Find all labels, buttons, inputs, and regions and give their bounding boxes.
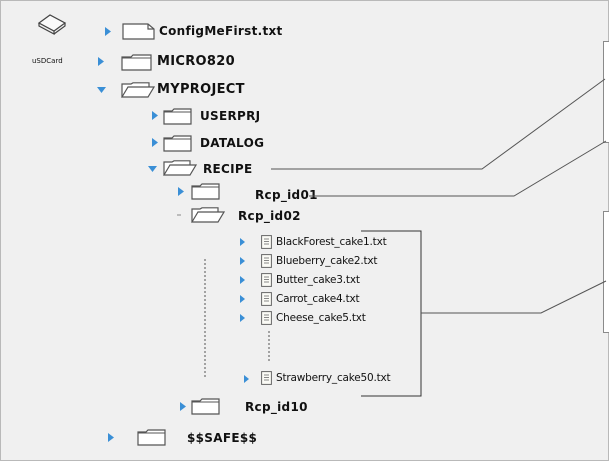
tree-item-safe[interactable]: $$SAFE$$ — [187, 431, 258, 445]
open-folder-icon — [191, 207, 225, 223]
document-icon — [261, 254, 272, 268]
file-item-butter[interactable]: Butter_cake3.txt — [276, 274, 360, 286]
folder-icon — [121, 54, 152, 71]
expand-arrow-icon[interactable] — [97, 57, 105, 66]
callout-box-middle — [603, 211, 609, 333]
collapse-arrow-icon[interactable] — [148, 165, 157, 173]
expand-arrow-icon[interactable] — [239, 238, 246, 246]
folder-icon — [191, 398, 220, 415]
tree-item-micro820[interactable]: MICRO820 — [157, 54, 235, 69]
expand-arrow-icon[interactable] — [239, 276, 246, 284]
tree-item-configmefirst[interactable]: ConfigMeFirst.txt — [159, 24, 283, 38]
document-icon — [261, 273, 272, 287]
tree-item-myproject[interactable]: MYPROJECT — [157, 82, 245, 97]
expand-arrow-icon[interactable] — [107, 433, 115, 442]
expand-arrow-icon[interactable] — [239, 295, 246, 303]
expand-arrow-icon[interactable] — [179, 402, 187, 411]
tree-item-userprj[interactable]: USERPRJ — [200, 109, 261, 123]
callout-line-files — [421, 280, 607, 314]
expand-arrow-icon[interactable] — [239, 314, 246, 322]
file-item-cheese[interactable]: Cheese_cake5.txt — [276, 312, 366, 324]
file-item-carrot[interactable]: Carrot_cake4.txt — [276, 293, 360, 305]
expand-arrow-icon[interactable] — [151, 138, 159, 147]
expand-arrow-icon[interactable] — [239, 257, 246, 265]
expand-arrow-icon[interactable] — [151, 111, 159, 120]
document-icon — [261, 235, 272, 249]
open-folder-icon — [121, 82, 155, 98]
file-icon — [122, 23, 155, 40]
device-label: uSDCard — [32, 57, 63, 65]
file-item-strawberry[interactable]: Strawberry_cake50.txt — [276, 372, 391, 384]
collapse-arrow-icon[interactable] — [97, 86, 106, 94]
sd-card-icon — [37, 14, 67, 35]
document-icon — [261, 371, 272, 385]
tree-item-datalog[interactable]: DATALOG — [200, 136, 265, 150]
folder-icon — [137, 429, 166, 446]
tree-item-rcp-id02[interactable]: Rcp_id02 — [238, 209, 301, 223]
callout-line-recipe — [271, 78, 606, 170]
folder-icon — [163, 108, 192, 125]
callout-line-rcp-id01 — [309, 140, 607, 197]
open-folder-icon — [163, 160, 197, 176]
file-item-blueberry[interactable]: Blueberry_cake2.txt — [276, 255, 378, 267]
callout-box-top — [603, 41, 609, 143]
document-icon — [261, 311, 272, 325]
folder-icon — [191, 183, 220, 200]
expand-arrow-icon[interactable] — [243, 375, 250, 383]
expand-arrow-icon[interactable] — [104, 27, 112, 36]
folder-icon — [163, 135, 192, 152]
document-icon — [261, 292, 272, 306]
tree-item-recipe[interactable]: RECIPE — [203, 162, 253, 176]
file-item-blackforest[interactable]: BlackForest_cake1.txt — [276, 236, 387, 248]
expand-arrow-icon[interactable] — [177, 187, 185, 196]
tree-item-rcp-id10[interactable]: Rcp_id10 — [245, 400, 308, 414]
tree-item-rcp-id01[interactable]: Rcp_id01 — [255, 188, 318, 202]
